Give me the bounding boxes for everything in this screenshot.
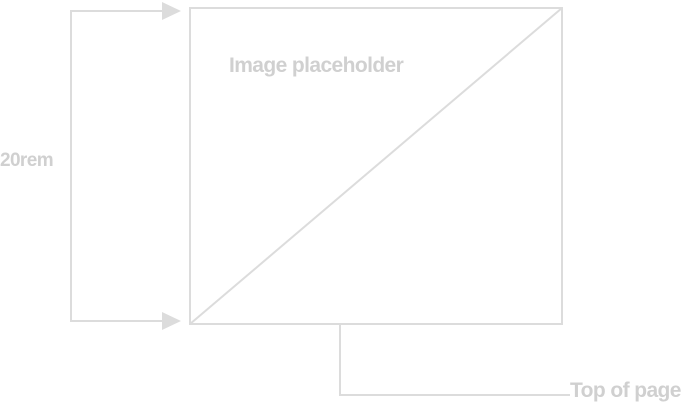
image-placeholder-frame	[189, 7, 563, 325]
top-of-page-leader-line	[339, 325, 570, 396]
top-arrowhead-icon	[162, 2, 181, 20]
height-dimension-bracket	[70, 10, 166, 322]
bottom-arrowhead-icon	[162, 312, 181, 330]
top-of-page-label: Top of page	[570, 379, 681, 402]
height-label: 20rem	[0, 150, 53, 171]
image-placeholder-label: Image placeholder	[229, 54, 404, 77]
image-placeholder-diagonal	[189, 7, 563, 325]
